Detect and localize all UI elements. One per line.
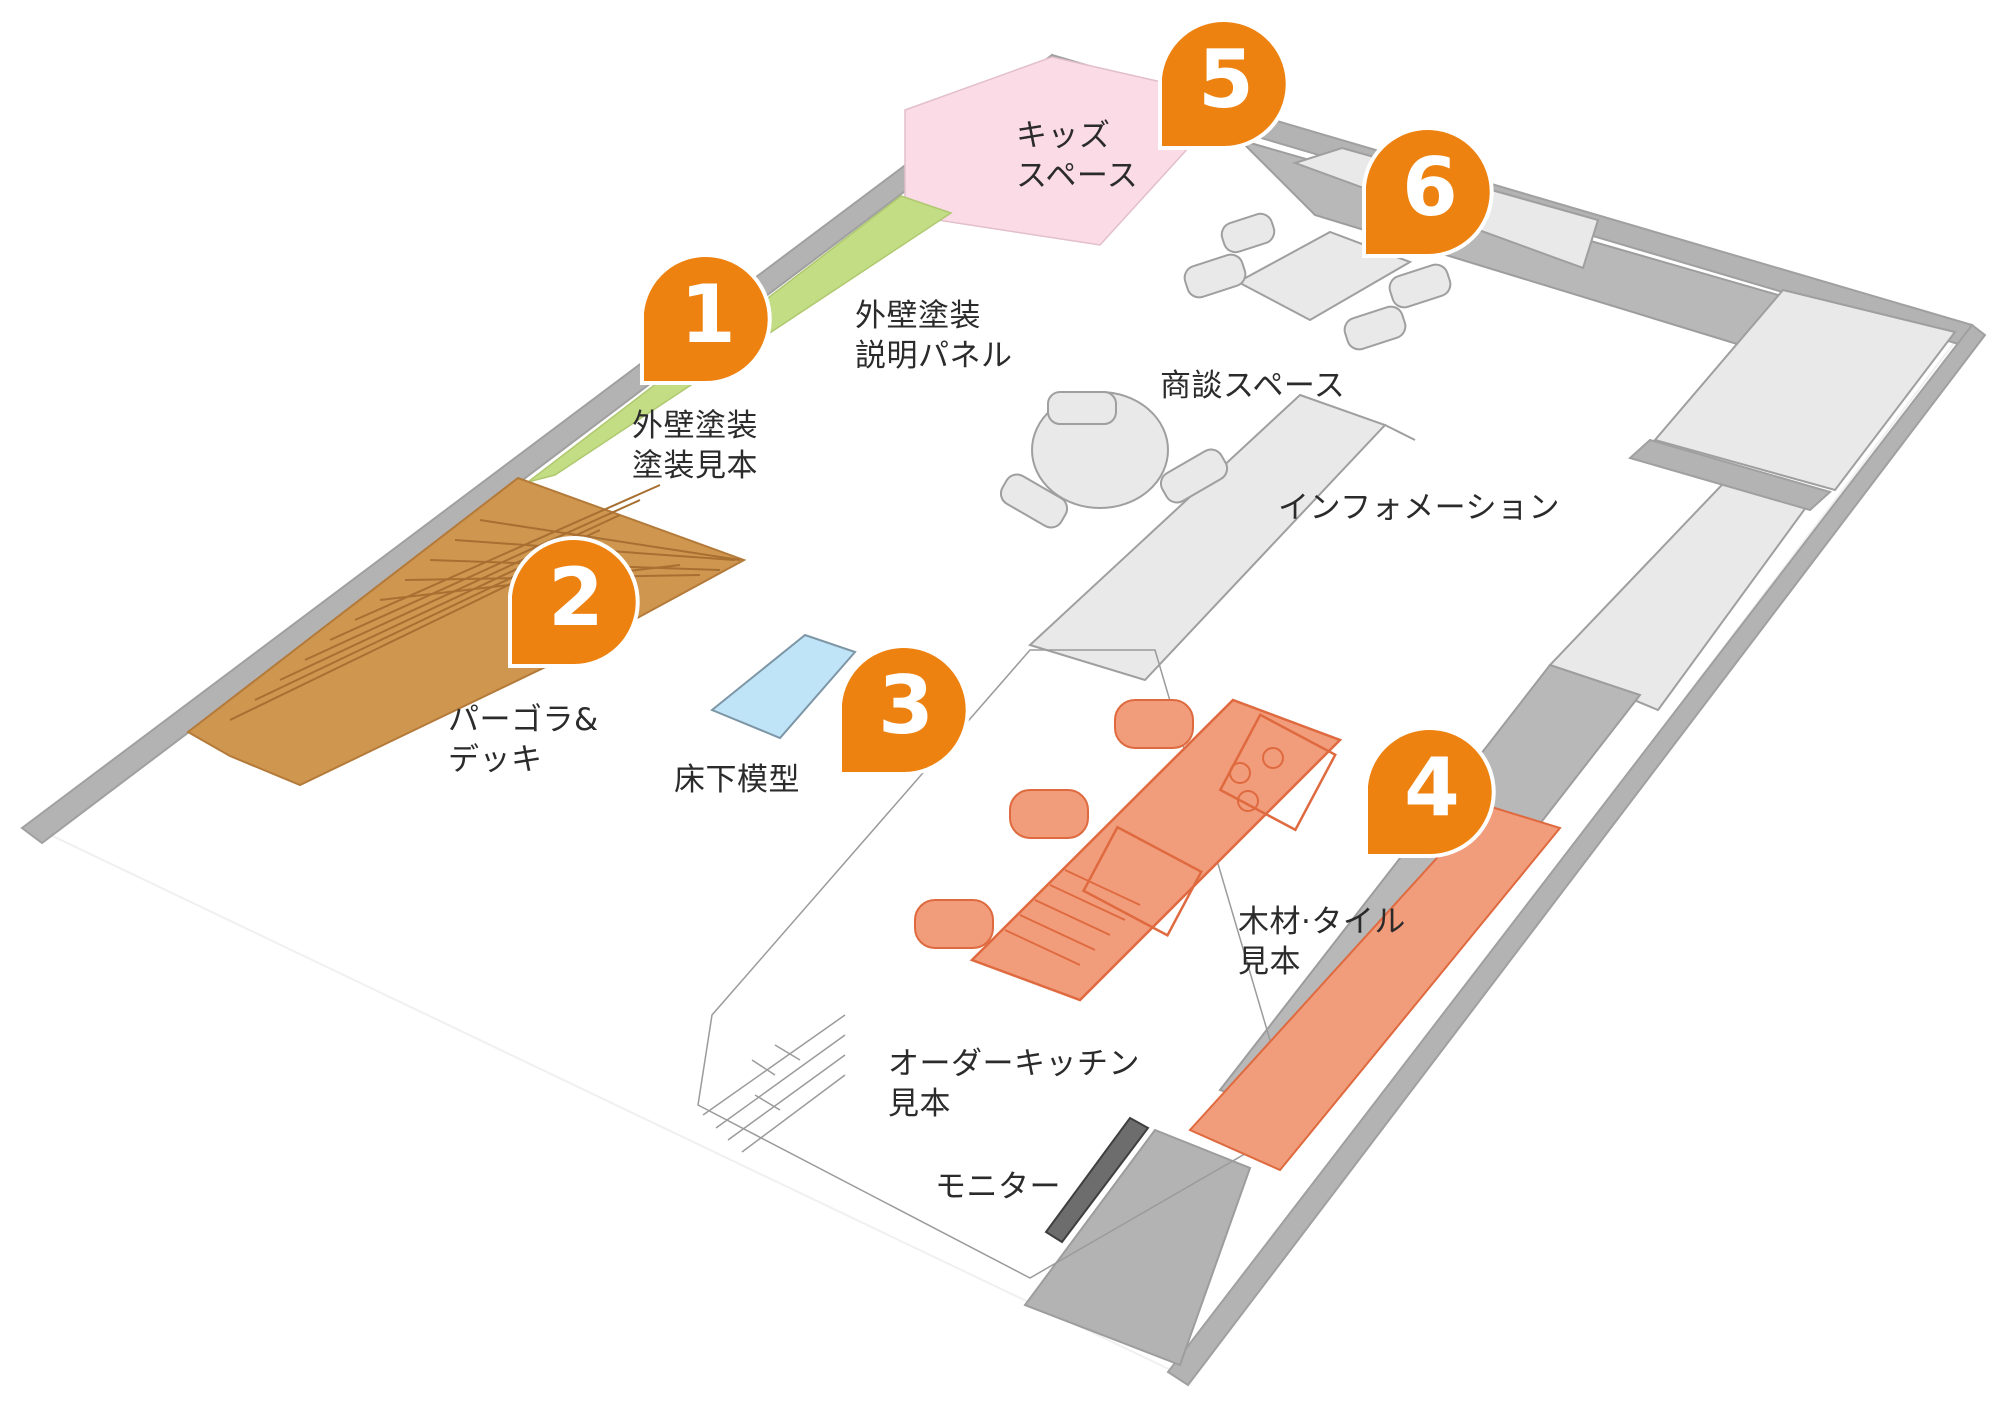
kitchen-slats	[1004, 869, 1141, 966]
kitchen-stools	[914, 699, 1194, 949]
cabinet-right-frame	[1627, 438, 1833, 512]
pin-3-number: 3	[878, 659, 934, 752]
label-exterior-samples: 外壁塗装 塗装見本	[632, 408, 758, 484]
pin-2[interactable]: 2	[506, 528, 646, 668]
label-meeting-space: 商談スペース	[1160, 368, 1346, 404]
pin-2-number: 2	[548, 551, 604, 644]
stove-burners	[1229, 747, 1284, 812]
meeting-chairs	[1183, 212, 1452, 351]
pin-5-number: 5	[1198, 33, 1254, 126]
pin-6-number: 6	[1402, 141, 1458, 234]
kitchen-stove	[1218, 713, 1337, 832]
pin-1-number: 1	[680, 268, 736, 361]
pin-6[interactable]: 6	[1360, 118, 1500, 258]
floor-tile-pattern	[702, 1014, 846, 1153]
pin-4-number: 4	[1404, 741, 1460, 834]
label-monitor: モニター	[935, 1169, 1061, 1205]
label-custom-kitchen: オーダーキッチン 見本	[888, 1046, 1140, 1122]
label-exterior-panel: 外壁塗装 説明パネル	[855, 298, 1013, 374]
underfloor-model	[710, 633, 857, 740]
wood-tile-counter	[1188, 803, 1562, 1172]
pin-5[interactable]: 5	[1156, 10, 1296, 150]
round-table-chairs	[999, 391, 1229, 529]
pin-3[interactable]: 3	[836, 636, 976, 776]
information-counter	[1028, 393, 1387, 682]
kitchen-island	[969, 698, 1343, 1002]
storage-bottom	[1023, 1128, 1252, 1367]
pin-4[interactable]: 4	[1362, 718, 1502, 858]
label-underfloor-model: 床下模型	[674, 762, 800, 798]
label-wood-tile-samples: 木材·タイル 見本	[1238, 904, 1406, 980]
wall-right	[1166, 323, 1987, 1387]
label-kids-space: キッズ スペース	[1016, 118, 1139, 194]
pin-1[interactable]: 1	[638, 245, 778, 385]
label-pergola-deck: パーゴラ& デッキ	[448, 702, 599, 778]
information-counter-edge	[1384, 424, 1416, 441]
cabinet-right-1	[1653, 288, 1957, 492]
label-information: インフォメーション	[1278, 490, 1560, 526]
kitchen-sink	[1081, 825, 1203, 938]
monitor-unit	[1044, 1116, 1150, 1244]
